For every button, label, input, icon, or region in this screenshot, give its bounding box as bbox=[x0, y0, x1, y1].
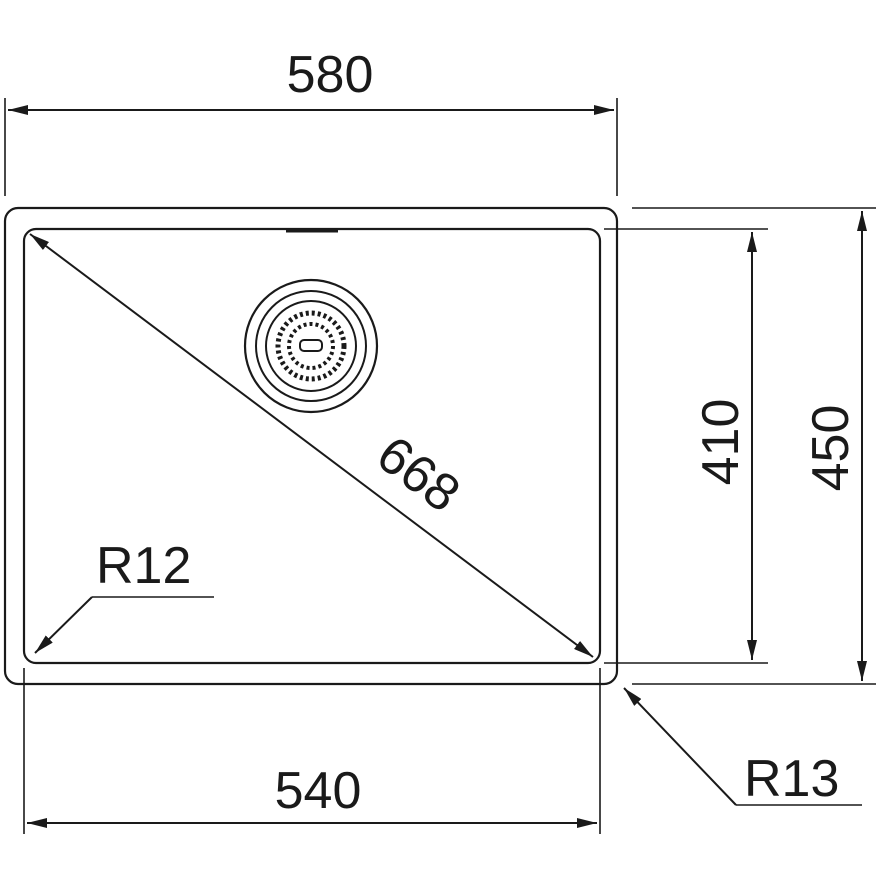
outer-width-label: 580 bbox=[287, 46, 374, 104]
outer-depth-dimension: 450 bbox=[632, 207, 876, 685]
inner-depth-label: 410 bbox=[692, 399, 750, 486]
sink-outer-outline bbox=[3, 206, 619, 686]
outer-width-dimension: 580 bbox=[4, 46, 618, 196]
inner-depth-dimension: 410 bbox=[604, 228, 768, 664]
outer-radius-callout: R13 bbox=[623, 687, 862, 808]
drain-strainer-icon bbox=[243, 278, 379, 414]
inner-radius-callout: R12 bbox=[34, 537, 214, 654]
outer-radius-label: R13 bbox=[744, 750, 839, 808]
sink-inner-outline bbox=[22, 227, 602, 665]
inner-width-label: 540 bbox=[275, 762, 362, 820]
outer-depth-label: 450 bbox=[802, 405, 860, 492]
inner-radius-label: R12 bbox=[96, 537, 191, 595]
diagonal-label: 668 bbox=[366, 425, 470, 524]
inner-width-dimension: 540 bbox=[23, 668, 601, 834]
